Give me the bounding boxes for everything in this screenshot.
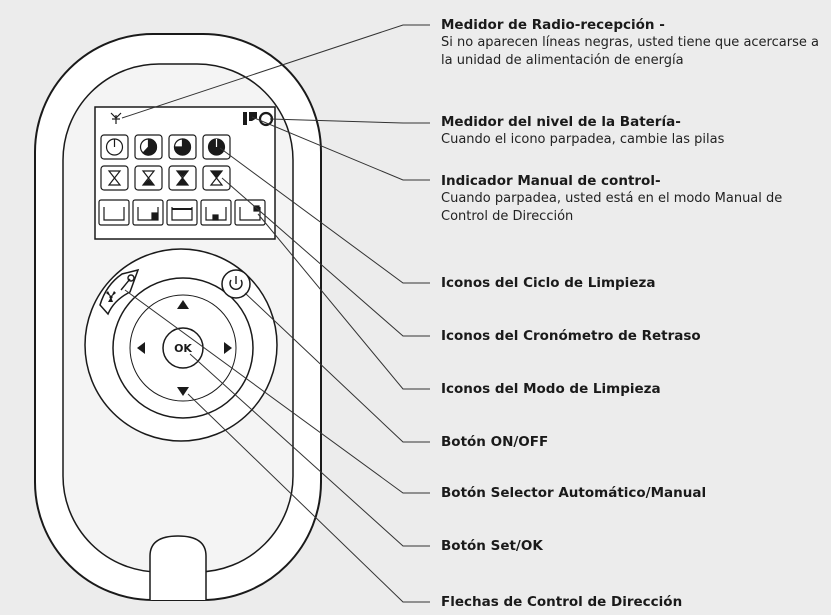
fan-icon [106, 291, 116, 302]
cleaning-cycle-icons [100, 134, 231, 160]
arrow-up-icon[interactable] [177, 300, 189, 309]
callout-radio-reception: Medidor de Radio-recepción - Si no apare… [441, 16, 821, 70]
callout-title: Iconos del Modo de Limpieza [441, 381, 661, 397]
callout-on-off-button: Botón ON/OFF [441, 433, 548, 451]
callout-title: Medidor del nivel de la Batería- [441, 114, 681, 130]
callout-manual-indicator: Indicador Manual de control- Cuando parp… [441, 172, 821, 226]
delay-timer-icons [100, 165, 231, 191]
cleaning-mode-icons [98, 199, 266, 226]
callout-title: Iconos del Ciclo de Limpieza [441, 275, 656, 291]
callout-title: Indicador Manual de control- [441, 173, 661, 189]
arrow-down-icon[interactable] [177, 387, 189, 396]
callout-title: Flechas de Control de Dirección [441, 594, 683, 610]
bottom-notch [149, 535, 207, 600]
callout-title: Medidor de Radio-recepción - [441, 17, 665, 33]
callout-title: Botón ON/OFF [441, 434, 549, 450]
leader-lines [121, 24, 430, 603]
wrench-icon [120, 274, 135, 291]
arrow-right-icon[interactable] [224, 342, 232, 354]
ok-button[interactable] [162, 327, 204, 369]
callout-title: Botón Selector Automático/Manual [441, 485, 707, 501]
callout-desc: Si no aparecen líneas negras, usted tien… [441, 35, 819, 68]
ok-button-label: OK [174, 342, 192, 355]
callout-auto-manual-selector: Botón Selector Automático/Manual [441, 484, 706, 502]
callout-title: Iconos del Cronómetro de Retraso [441, 328, 701, 344]
antenna-icon [110, 112, 122, 124]
callout-cleaning-cycle: Iconos del Ciclo de Limpieza [441, 274, 655, 292]
callout-desc: Cuando el icono parpadea, cambie las pil… [441, 132, 725, 147]
arrow-left-icon[interactable] [137, 342, 145, 354]
callout-battery-level: Medidor del nivel de la Batería- Cuando … [441, 113, 821, 149]
callout-title: Botón Set/OK [441, 538, 543, 554]
power-icon [229, 276, 243, 290]
callout-set-ok-button: Botón Set/OK [441, 537, 543, 555]
callout-delay-timer: Iconos del Cronómetro de Retraso [441, 327, 701, 345]
callout-direction-arrows: Flechas de Control de Dirección [441, 593, 682, 611]
callout-cleaning-mode: Iconos del Modo de Limpieza [441, 380, 661, 398]
callout-desc: Cuando parpadea, usted está en el modo M… [441, 191, 783, 224]
